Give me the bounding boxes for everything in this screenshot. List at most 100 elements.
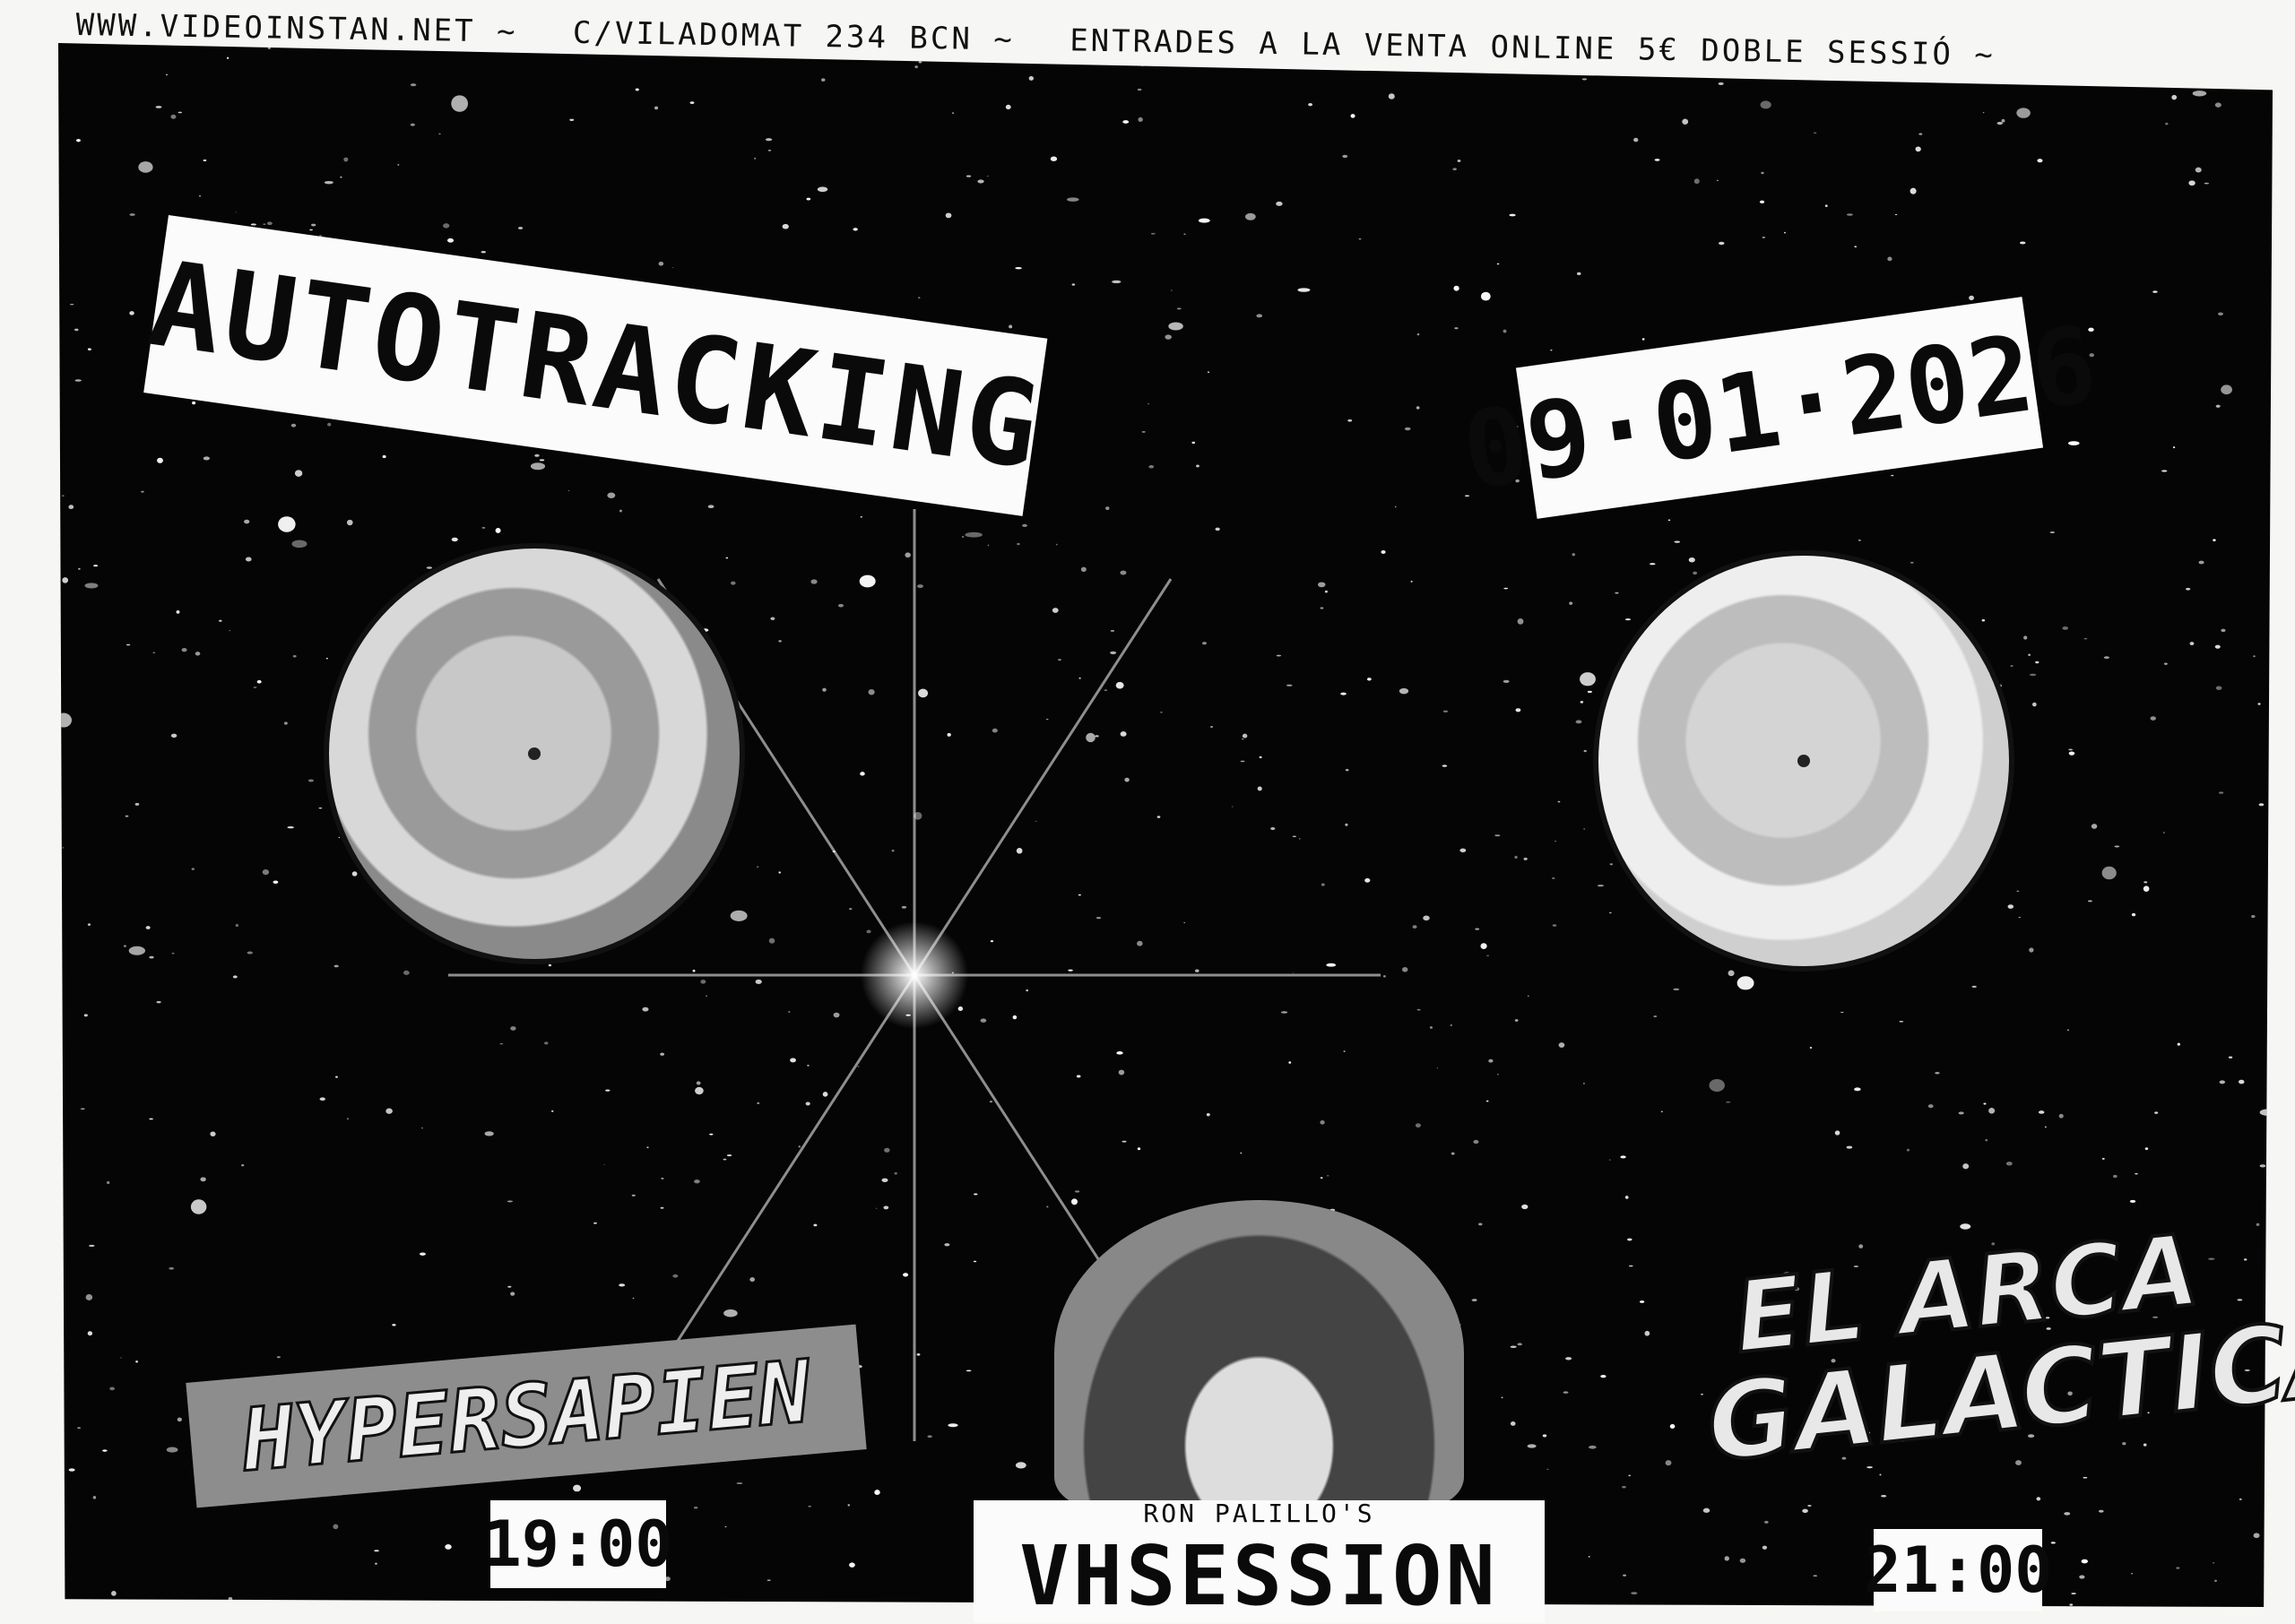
star bbox=[70, 304, 74, 306]
star bbox=[1297, 288, 1310, 291]
star bbox=[2190, 642, 2195, 645]
star bbox=[1645, 1331, 1650, 1336]
star bbox=[1281, 1011, 1287, 1014]
star bbox=[2213, 539, 2215, 541]
star bbox=[749, 1277, 755, 1282]
star bbox=[567, 490, 569, 491]
star bbox=[2030, 674, 2036, 677]
star bbox=[966, 176, 971, 177]
star bbox=[129, 946, 145, 955]
star bbox=[2069, 752, 2074, 756]
star bbox=[1199, 219, 1210, 223]
star bbox=[109, 1387, 115, 1391]
star bbox=[1622, 1486, 1626, 1488]
star bbox=[723, 1309, 738, 1317]
star bbox=[706, 996, 707, 997]
star bbox=[990, 1101, 992, 1102]
star bbox=[1528, 1444, 1537, 1447]
star bbox=[1138, 1147, 1140, 1150]
star bbox=[2037, 159, 2042, 162]
star bbox=[757, 866, 759, 868]
star bbox=[333, 1525, 338, 1530]
star bbox=[69, 1468, 75, 1471]
star bbox=[1689, 557, 1695, 563]
star bbox=[263, 224, 265, 225]
star bbox=[338, 837, 340, 838]
star bbox=[507, 1200, 513, 1202]
star bbox=[988, 545, 990, 547]
star bbox=[308, 780, 314, 782]
star bbox=[1580, 672, 1596, 686]
star bbox=[1006, 105, 1011, 109]
star bbox=[1615, 592, 1618, 593]
star bbox=[902, 906, 906, 909]
star bbox=[236, 924, 238, 927]
star bbox=[1511, 1421, 1516, 1426]
star bbox=[1081, 567, 1087, 572]
star bbox=[2131, 1573, 2133, 1574]
star bbox=[1104, 689, 1108, 691]
star bbox=[1256, 314, 1262, 317]
star bbox=[2213, 1562, 2214, 1563]
star bbox=[853, 228, 857, 230]
star bbox=[1151, 233, 1156, 235]
star bbox=[2215, 102, 2221, 107]
star bbox=[268, 48, 271, 49]
star bbox=[727, 1154, 732, 1156]
star bbox=[821, 78, 825, 82]
star bbox=[146, 926, 151, 929]
star bbox=[1858, 540, 1861, 541]
star bbox=[93, 565, 98, 566]
star bbox=[1381, 550, 1385, 554]
star bbox=[229, 630, 230, 631]
star bbox=[1013, 1015, 1018, 1019]
star bbox=[1760, 201, 1764, 203]
star bbox=[2186, 588, 2190, 591]
star bbox=[77, 1427, 81, 1429]
star bbox=[1609, 912, 1612, 913]
star bbox=[987, 176, 989, 177]
star bbox=[1935, 1072, 1939, 1074]
star bbox=[1633, 138, 1638, 143]
star bbox=[375, 1563, 377, 1565]
star bbox=[1559, 1042, 1565, 1048]
star bbox=[2145, 1147, 2149, 1150]
star bbox=[1119, 1070, 1125, 1075]
star bbox=[1046, 719, 1049, 720]
star bbox=[2193, 91, 2207, 96]
star bbox=[1514, 856, 1517, 859]
star bbox=[2071, 1593, 2076, 1594]
star bbox=[2002, 119, 2005, 123]
star bbox=[1509, 214, 1515, 217]
star bbox=[1960, 1223, 1970, 1229]
star bbox=[534, 454, 540, 457]
star bbox=[633, 1298, 635, 1300]
address-text: C/VILADOMAT 234 BCN ~ bbox=[573, 15, 1015, 58]
star bbox=[107, 1181, 109, 1184]
star bbox=[156, 106, 162, 108]
star bbox=[1813, 1575, 1817, 1576]
star bbox=[1623, 1575, 1626, 1576]
star bbox=[2251, 915, 2255, 918]
star bbox=[129, 311, 134, 315]
star bbox=[1177, 308, 1182, 310]
star bbox=[1079, 678, 1081, 679]
star bbox=[2216, 405, 2221, 408]
star bbox=[1503, 680, 1510, 683]
star bbox=[1191, 442, 1195, 444]
star bbox=[1058, 659, 1061, 661]
star bbox=[573, 1485, 581, 1492]
star bbox=[1895, 214, 1898, 215]
star bbox=[1847, 213, 1853, 216]
star bbox=[977, 179, 983, 183]
star bbox=[1907, 1149, 1910, 1152]
star bbox=[2259, 803, 2265, 806]
star bbox=[191, 1199, 207, 1214]
star bbox=[2068, 748, 2073, 750]
star bbox=[799, 1145, 801, 1147]
star bbox=[2165, 123, 2168, 125]
star bbox=[411, 83, 416, 86]
star bbox=[204, 456, 210, 460]
star bbox=[1577, 272, 1581, 275]
star bbox=[1719, 82, 1724, 85]
